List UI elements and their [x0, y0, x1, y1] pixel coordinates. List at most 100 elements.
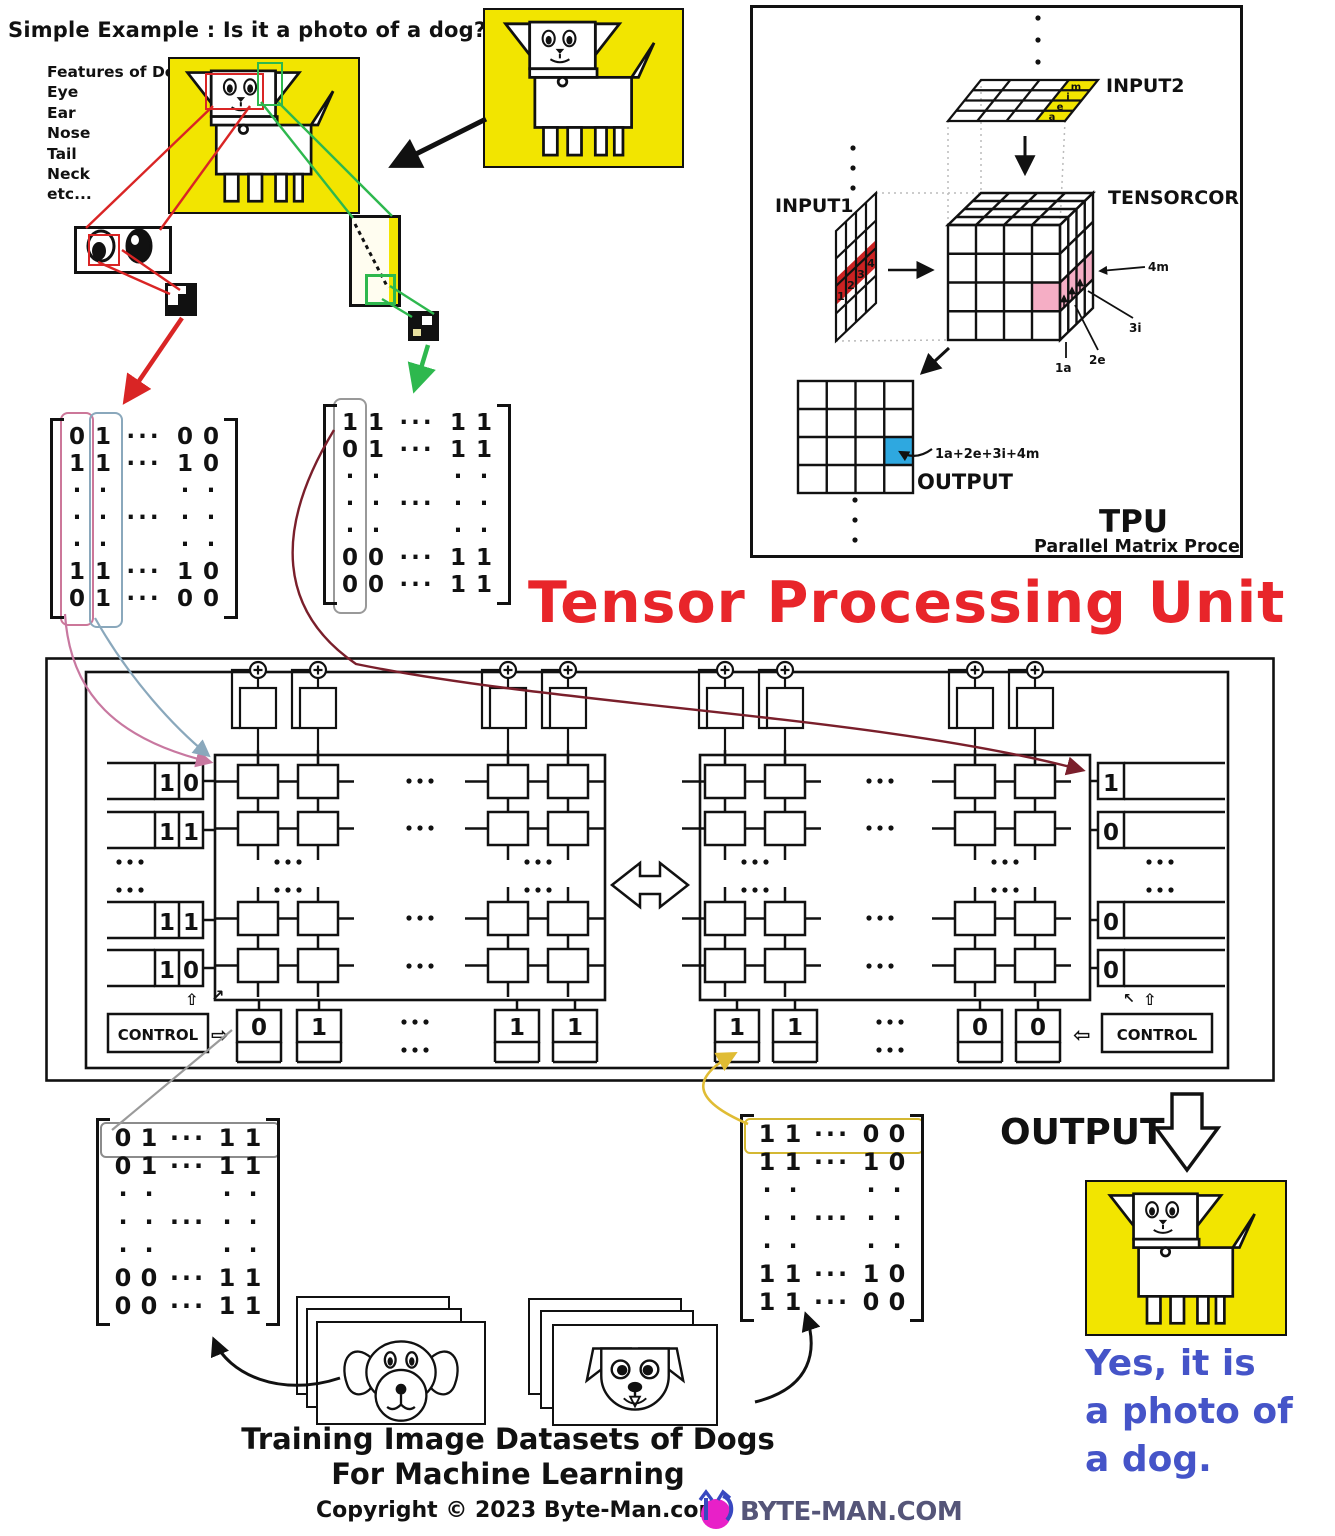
matrix-cell: ·	[180, 505, 190, 531]
svg-text:1: 1	[311, 1015, 327, 1041]
matrix-cell: ·	[206, 478, 216, 504]
matrix-cell: 0	[68, 424, 85, 450]
matrix-cell: ·	[345, 491, 355, 517]
svg-text:0: 0	[1030, 1015, 1046, 1041]
pe-clusters	[213, 748, 1073, 999]
matrix-cell: 1	[758, 1260, 776, 1288]
verdict-text: Yes, it is a photo of a dog.	[1085, 1343, 1293, 1480]
output-label: OUTPUT	[1000, 1112, 1165, 1153]
matrix-cell: ···	[169, 1124, 207, 1152]
svg-text:CONTROL: CONTROL	[1117, 1026, 1198, 1044]
matrix-cell: 0	[176, 424, 193, 450]
ellipsis-dots	[850, 15, 1041, 543]
matrix-cell: ·	[762, 1204, 772, 1232]
matrix-cell: 1	[449, 572, 466, 598]
example-title: Simple Example : Is it a photo of a dog?	[8, 18, 487, 42]
matrix-cell: ·	[248, 1208, 258, 1236]
matrix-cell: ·	[371, 518, 381, 544]
feature-item: Neck	[47, 165, 90, 184]
matrix-cell: ···	[126, 586, 162, 612]
left-input-registers: 1 0 1 1 1 1 1 0	[107, 761, 215, 988]
input1-label: INPUT1	[775, 195, 854, 217]
to-output-arrow	[919, 346, 951, 375]
svg-text:1: 1	[183, 910, 199, 936]
matrix-cell	[162, 1236, 214, 1264]
byte-man-logo-icon	[698, 1489, 734, 1529]
svg-text:0: 0	[1103, 820, 1119, 846]
matrix-cell: 1	[244, 1124, 262, 1152]
matrix-cell: 1	[341, 410, 358, 436]
control-unit-left: CONTROL ⇨ ⇧ ↗	[106, 986, 229, 1054]
input1-plane	[834, 190, 878, 344]
matrix-cell: ·	[180, 532, 190, 558]
matrix-cell: 1	[218, 1152, 236, 1180]
feature-item: Eye	[47, 83, 79, 102]
matrix-cell	[806, 1232, 858, 1260]
tpu-process-panel: m i e a INPUT2 INPUT1 1 2 3 4	[750, 5, 1261, 558]
matrix-cell: ·	[345, 518, 355, 544]
svg-text:0: 0	[1103, 958, 1119, 984]
matrix-cell: ·	[762, 1176, 772, 1204]
matrix-cell: ·	[892, 1204, 902, 1232]
page-title: Tensor Processing Unit	[528, 570, 1286, 636]
matrix-cell: 1	[218, 1124, 236, 1152]
matrix-cell: ·	[866, 1204, 876, 1232]
matrix-cell	[389, 464, 445, 491]
neck-feature-box	[257, 62, 283, 106]
matrix-cell: 0	[341, 437, 358, 463]
matrix-cell: ·	[180, 478, 190, 504]
matrix-cell: ·	[371, 491, 381, 517]
matrix-row: ·······	[337, 491, 497, 518]
matrix-cell: 1	[218, 1264, 236, 1292]
matrix-row: ·······	[754, 1204, 910, 1232]
output-grid	[796, 379, 915, 495]
matrix-cell: 0	[176, 586, 193, 612]
matrix-cell: ·	[892, 1176, 902, 1204]
matrix-cell: ·	[98, 478, 108, 504]
matrix-cell: ···	[169, 1264, 207, 1292]
matrix-cell: 1	[140, 1152, 158, 1180]
matrix-cell: ·	[222, 1208, 232, 1236]
matrix-cell: ·	[222, 1180, 232, 1208]
pe-cell-arrows	[1060, 278, 1084, 307]
matrix-cell: ·	[866, 1232, 876, 1260]
matrix-cell: ···	[126, 505, 162, 531]
matrix-cell: 1	[94, 559, 111, 585]
pe-label-2e: 2e	[1089, 353, 1106, 367]
green-to-matrix-arrow	[407, 344, 436, 394]
matrix-cell: 1	[784, 1120, 802, 1148]
feature-item: Nose	[47, 124, 91, 143]
eye-pixel-select-box	[88, 234, 120, 266]
svg-text:1: 1	[159, 771, 175, 797]
matrix-cell: 0	[114, 1152, 132, 1180]
svg-text:0: 0	[183, 771, 199, 797]
matrix-cell: ·	[762, 1232, 772, 1260]
neck-pixel-select-box	[365, 274, 396, 305]
svg-text:0: 0	[183, 958, 199, 984]
matrix-cell	[116, 532, 172, 559]
matrix-cell: 1	[784, 1288, 802, 1316]
matrix-cell: 0	[202, 559, 219, 585]
matrix-cell: ·	[345, 464, 355, 490]
matrix-cell: ·	[118, 1180, 128, 1208]
matrix-cell: ·	[98, 505, 108, 531]
sum-formula: 1a+2e+3i+4m	[935, 447, 1039, 462]
training-image-dog1	[316, 1321, 486, 1425]
matrix-row: ····	[754, 1176, 910, 1204]
control-unit-right: CONTROL ⇦ ⇧ ↖	[1073, 990, 1214, 1054]
matrix-cell	[162, 1180, 214, 1208]
input-dog-photo	[483, 8, 684, 168]
matrix-cell: ···	[169, 1292, 207, 1320]
feature-item: Features of Dog	[47, 63, 187, 81]
matrix-cell: ···	[813, 1120, 851, 1148]
svg-text:1: 1	[159, 910, 175, 936]
matrix-cell: ···	[169, 1208, 207, 1236]
matrix-cell: 1	[862, 1148, 880, 1176]
input2-cell-i: i	[1066, 92, 1069, 103]
